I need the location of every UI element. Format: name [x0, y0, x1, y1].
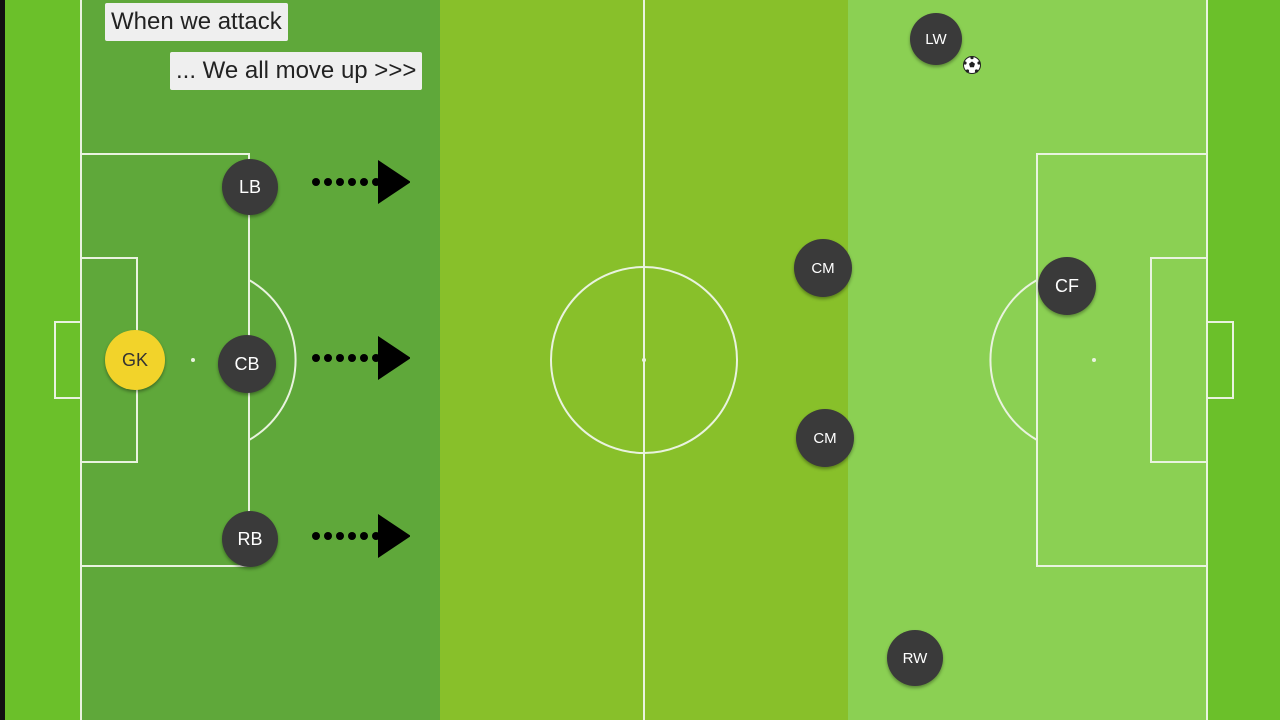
screen-edge	[0, 0, 5, 720]
right-goal	[1206, 321, 1234, 399]
left-goal	[54, 321, 82, 399]
right-penalty-arc	[989, 279, 1038, 441]
attacking-third-zone	[848, 0, 1208, 720]
player-left-back: LB	[222, 159, 278, 215]
player-right-back: RB	[222, 511, 278, 567]
left-penalty-spot	[191, 358, 195, 362]
player-center-forward: CF	[1038, 257, 1096, 315]
player-center-back: CB	[218, 335, 276, 393]
caption-when-we-attack: When we attack	[105, 3, 288, 41]
left-penalty-arc	[248, 279, 297, 441]
player-center-mid-top: CM	[794, 239, 852, 297]
dotted-right-arrow-icon	[312, 514, 410, 558]
dotted-right-arrow-icon	[312, 336, 410, 380]
right-penalty-spot	[1092, 358, 1096, 362]
player-right-wing: RW	[887, 630, 943, 686]
dotted-right-arrow-icon	[312, 160, 410, 204]
right-penalty-box	[1036, 153, 1208, 567]
center-circle	[550, 266, 738, 454]
caption-we-all-move-up: ... We all move up >>>	[170, 52, 423, 90]
soccer-ball-icon	[963, 56, 981, 74]
right-goal-area	[1150, 257, 1208, 463]
player-left-wing: LW	[910, 13, 962, 65]
center-spot	[642, 358, 646, 362]
player-center-mid-bottom: CM	[796, 409, 854, 467]
player-goalkeeper: GK	[105, 330, 165, 390]
